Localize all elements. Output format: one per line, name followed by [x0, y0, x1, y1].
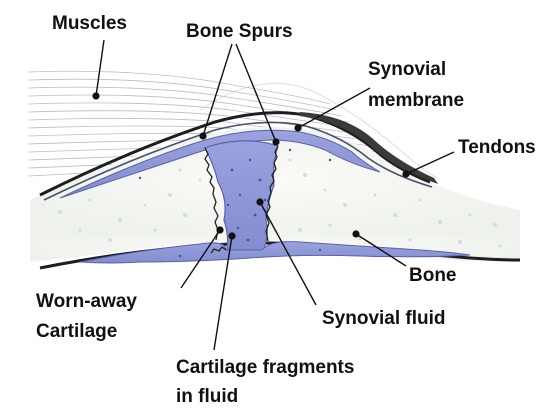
label-cartilage-fragments-line1: Cartilage fragments — [176, 356, 354, 379]
label-tendons: Tendons — [458, 136, 536, 159]
label-synovial-membrane-line1: Synovial — [368, 58, 446, 81]
label-synovial-membrane-line2: membrane — [368, 89, 464, 112]
label-synovial-fluid: Synovial fluid — [322, 307, 446, 330]
label-bone: Bone — [409, 264, 457, 287]
label-worn-away-line2: Cartilage — [36, 320, 117, 343]
label-cartilage-fragments-line2: in fluid — [176, 385, 238, 408]
label-worn-away-line1: Worn-away — [36, 290, 137, 313]
label-bone-spurs: Bone Spurs — [186, 20, 293, 43]
leader-tendons — [406, 152, 454, 174]
label-muscles: Muscles — [52, 12, 127, 35]
